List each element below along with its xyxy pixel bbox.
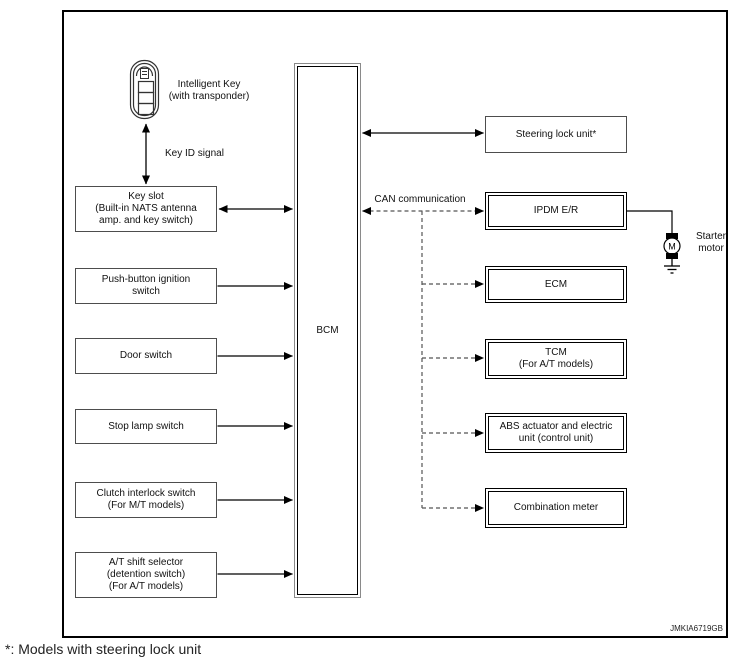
node-bcm: BCM [294, 63, 361, 598]
node-label: Steering lock unit* [515, 128, 597, 140]
footnote: *: Models with steering lock unit [5, 641, 202, 657]
can-communication-label: CAN communication [374, 194, 466, 205]
node-door-switch: Door switch [75, 338, 217, 374]
node-label: BCM [316, 324, 339, 336]
node-ipdm-er: IPDM E/R [485, 192, 627, 230]
diagram-border [62, 10, 728, 638]
intelligent-key-label: Intelligent Key (with transponder) [168, 79, 250, 102]
node-label: (For A/T models) [518, 359, 594, 370]
node-label: ECM [544, 278, 568, 290]
node-label: switch [132, 286, 160, 297]
figure-id: JMKIA6719GB [670, 624, 723, 633]
node-ecm-inner: ECM [488, 269, 624, 300]
node-abs-actuator-inner: ABS actuator and electric unit (control … [488, 416, 624, 450]
node-combination-meter-inner: Combination meter [488, 491, 624, 525]
starter-motor-label: Starter motor [695, 231, 726, 254]
node-label: (Built-in NATS antenna [95, 203, 197, 214]
node-label: TCM [545, 347, 567, 358]
node-label: unit (control unit) [518, 433, 594, 444]
node-combination-meter: Combination meter [485, 488, 627, 528]
node-label: Push-button ignition [101, 274, 191, 285]
node-clutch-interlock-switch: Clutch interlock switch (For M/T models) [75, 482, 217, 518]
node-label: (For A/T models) [108, 581, 184, 592]
node-bcm-inner: BCM [297, 66, 358, 595]
node-key-slot: Key slot (Built-in NATS antenna amp. and… [75, 186, 217, 232]
node-push-button-ignition-switch: Push-button ignition switch [75, 268, 217, 304]
node-ipdm-er-inner: IPDM E/R [488, 195, 624, 227]
node-label: Key slot [128, 191, 164, 202]
node-steering-lock-unit: Steering lock unit* [485, 116, 627, 153]
node-label: (detention switch) [106, 569, 186, 580]
node-label: ABS actuator and electric [499, 421, 613, 432]
node-label: IPDM E/R [533, 205, 579, 216]
node-label: A/T shift selector [108, 557, 184, 568]
node-label: Clutch interlock switch [96, 488, 196, 499]
node-at-shift-selector: A/T shift selector (detention switch) (F… [75, 552, 217, 598]
node-label: (For M/T models) [107, 500, 185, 511]
node-label: Stop lamp switch [108, 420, 184, 432]
node-stop-lamp-switch: Stop lamp switch [75, 409, 217, 444]
node-tcm: TCM (For A/T models) [485, 339, 627, 379]
node-tcm-inner: TCM (For A/T models) [488, 342, 624, 376]
node-label: Combination meter [513, 502, 599, 513]
key-id-signal-label: Key ID signal [165, 148, 224, 159]
node-ecm: ECM [485, 266, 627, 303]
node-abs-actuator: ABS actuator and electric unit (control … [485, 413, 627, 453]
node-label: Door switch [119, 350, 173, 361]
node-label: amp. and key switch) [99, 215, 193, 226]
